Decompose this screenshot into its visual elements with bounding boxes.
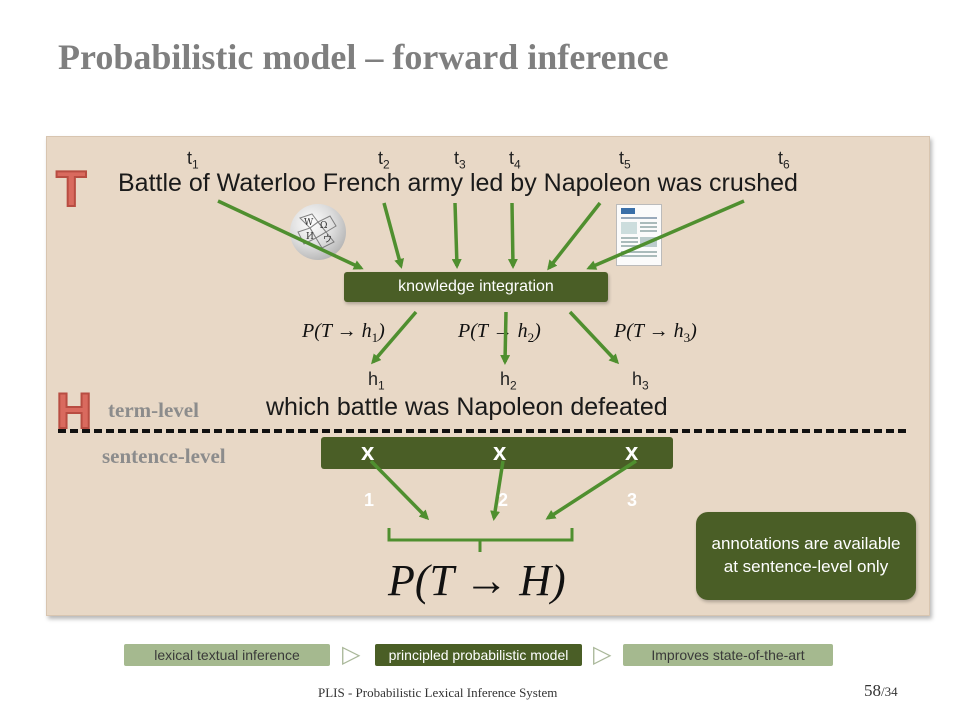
svg-text:ウ: ウ [323, 234, 332, 245]
nav-principled-probabilistic-model[interactable]: principled probabilistic model [375, 644, 582, 666]
text-sentence: Battle of Waterloo French army led by Na… [118, 169, 798, 197]
wikipedia-globe-icon: W Ω И ウ [290, 204, 346, 260]
text-term-5: t5 [619, 148, 631, 172]
page-number: 58/34 [864, 681, 898, 701]
annotation-text: annotations are available at sentence-le… [711, 534, 901, 576]
hypothesis-term-1: h1 [368, 369, 385, 393]
knowledge-integration-box: knowledge integration [344, 272, 608, 302]
nav-lexical-textual-inference[interactable]: lexical textual inference [124, 644, 330, 666]
svg-text:И: И [306, 232, 314, 242]
sentence-number-3: 3 [627, 490, 638, 510]
page-current: 58 [864, 681, 881, 700]
hypothesis-sentence: which battle was Napoleon defeated [266, 393, 668, 421]
term-probability-3: P(T → h3) [614, 320, 697, 345]
x-mark-3: x [625, 439, 639, 466]
text-term-1: t1 [187, 148, 199, 172]
annotation-callout: annotations are available at sentence-le… [696, 512, 916, 600]
svg-text:Ω: Ω [320, 221, 327, 231]
text-label-t: T [55, 161, 88, 217]
svg-text:W: W [304, 218, 314, 228]
footer-text: PLIS - Probabilistic Lexical Inference S… [318, 685, 558, 700]
term-probability-2: P(T → h2) [458, 320, 541, 345]
x-mark-2: x [493, 439, 507, 466]
text-term-4: t4 [509, 148, 521, 172]
text-term-2: t2 [378, 148, 390, 172]
term-level-label: term-level [108, 398, 199, 422]
page-total: /34 [881, 684, 898, 699]
sentence-number-1: 1 [364, 490, 375, 510]
hypothesis-term-2: h2 [500, 369, 517, 393]
document-icon [616, 204, 662, 266]
sentence-level-label: sentence-level [102, 444, 226, 468]
text-term-3: t3 [454, 148, 466, 172]
level-divider [58, 429, 906, 433]
hypothesis-term-3: h3 [632, 369, 649, 393]
hypothesis-label-h: H [55, 383, 93, 439]
slide-title: Probabilistic model – forward inference [58, 37, 669, 77]
term-probability-1: P(T → h1) [302, 320, 385, 345]
x-mark-1: x [361, 439, 375, 466]
nav-arrow-icon: ▷ [342, 641, 361, 668]
nav-arrow-icon: ▷ [593, 641, 612, 668]
nav-improves-state-of-the-art[interactable]: Improves state-of-the-art [623, 644, 833, 666]
text-term-6: t6 [778, 148, 790, 172]
final-probability: P(T → H) [388, 556, 566, 605]
sentence-number-2: 2 [498, 490, 509, 510]
